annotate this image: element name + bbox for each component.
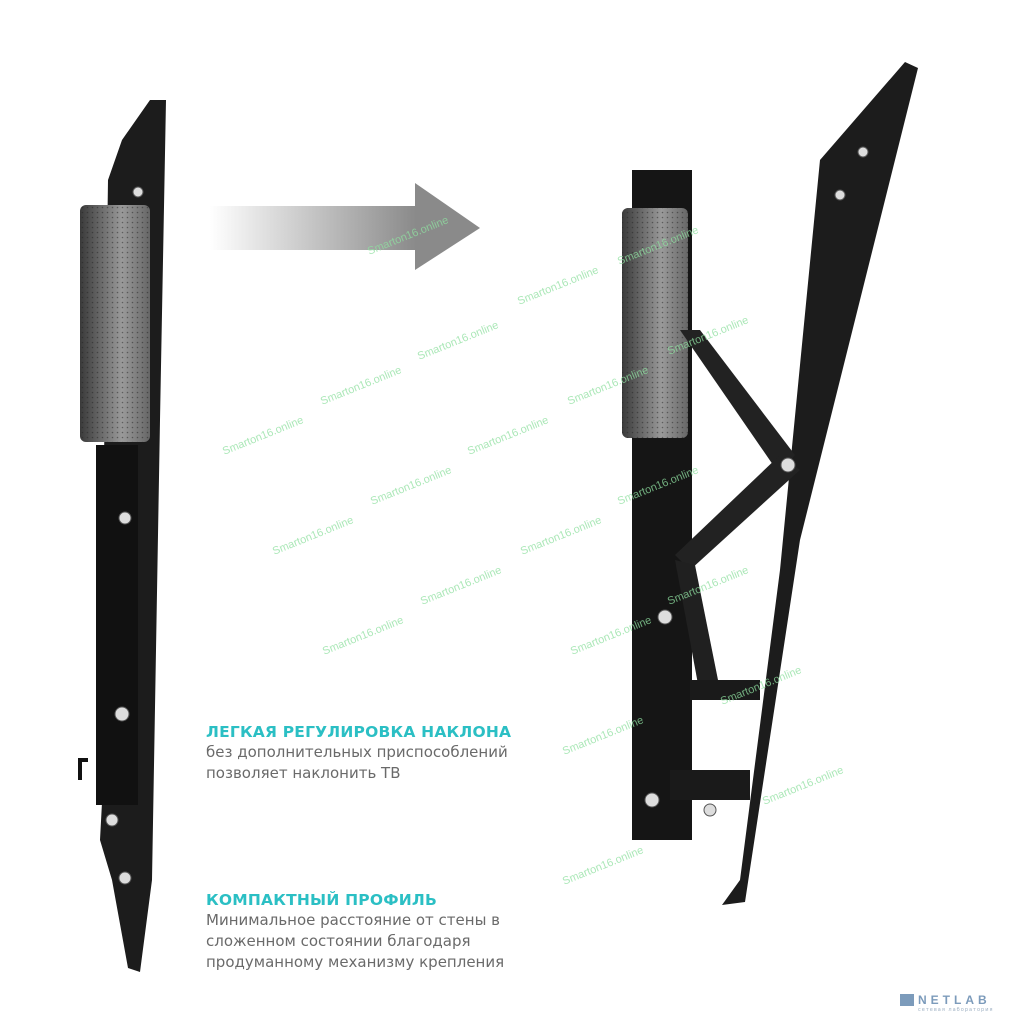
- feature-text-line: Минимальное расстояние от стены в: [206, 911, 501, 929]
- feature-title: КОМПАКТНЫЙ ПРОФИЛЬ: [206, 891, 438, 909]
- logo-square-icon: [900, 994, 914, 1006]
- feature-text-line: продуманному механизму крепления: [206, 953, 505, 971]
- feature-text-line: позволяет наклонить ТВ: [206, 764, 401, 782]
- folded-bracket: [78, 100, 166, 972]
- arrow-right-icon: [210, 183, 480, 270]
- tilted-bracket: [622, 62, 918, 905]
- feature-tilt: ЛЕГКАЯ РЕГУЛИРОВКА НАКЛОНА без дополните…: [206, 722, 511, 784]
- logo-tagline: сетевая лаборатория: [918, 1007, 994, 1013]
- netlab-logo: NETLAB сетевая лаборатория: [900, 994, 993, 1013]
- feature-text-line: сложенном состоянии благодаря: [206, 932, 471, 950]
- feature-title: ЛЕГКАЯ РЕГУЛИРОВКА НАКЛОНА: [206, 723, 512, 741]
- logo-name: NETLAB: [918, 993, 991, 1007]
- feature-compact: КОМПАКТНЫЙ ПРОФИЛЬ Минимальное расстояни…: [206, 890, 504, 973]
- feature-text-line: без дополнительных приспособлений: [206, 743, 508, 761]
